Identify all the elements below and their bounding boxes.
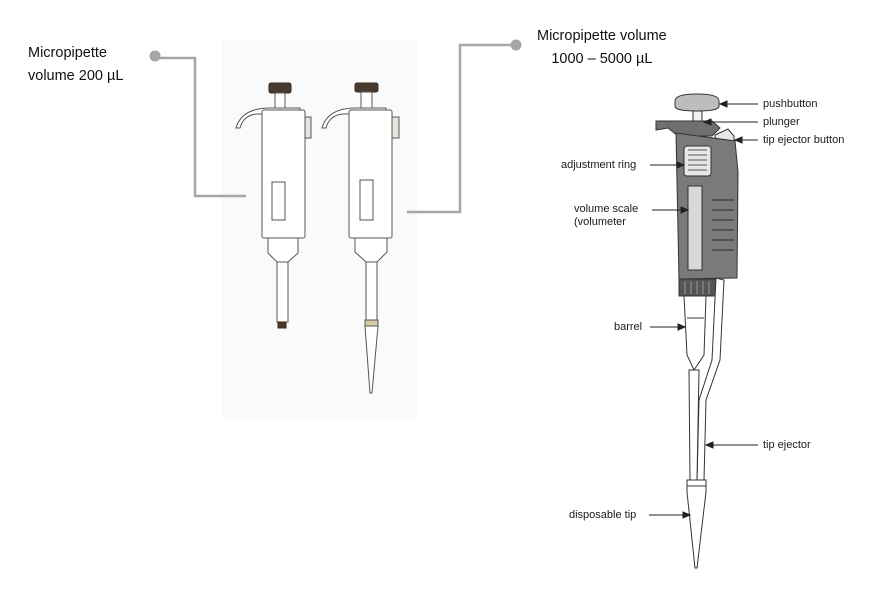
pipette-a-nozzle xyxy=(277,321,287,329)
annotated-disposable-tip-shape xyxy=(686,479,707,569)
label-tip-ejector-button: tip ejector button xyxy=(763,134,845,146)
pipette-b-shaft xyxy=(365,261,378,321)
left-connector-dot xyxy=(149,50,161,62)
pipette-b-tip xyxy=(364,325,379,394)
annotated-volume-scale-shape xyxy=(687,185,703,271)
pipette-a-shaft xyxy=(276,261,289,323)
pipette-a-plunger xyxy=(274,92,286,111)
annotated-pushbutton-shape xyxy=(674,93,720,112)
left-connector-line xyxy=(155,56,246,198)
label-adjustment-ring: adjustment ring xyxy=(561,159,637,171)
annotated-barrel-shape xyxy=(683,295,707,372)
right-caption-line2: 1000 – 5000 µL xyxy=(551,51,653,67)
right-connector-line xyxy=(407,43,516,214)
left-connector xyxy=(149,50,246,198)
pipette-5000ul-illustration xyxy=(321,82,400,394)
left-caption-line2: volume 200 µL xyxy=(28,68,124,84)
label-barrel: barrel xyxy=(614,321,643,333)
right-caption: Micropipette volume 1000 – 5000 µL xyxy=(537,25,667,71)
annotated-inner-shaft xyxy=(688,369,700,481)
pipette-a-window xyxy=(271,181,286,221)
right-caption-line1: Micropipette volume xyxy=(537,28,667,44)
left-caption-line1: Micropipette xyxy=(28,45,107,61)
label-pushbutton: pushbutton xyxy=(763,98,818,110)
pipette-b-cap xyxy=(354,82,379,93)
label-tip-ejector: tip ejector xyxy=(763,439,811,451)
annotated-pipette xyxy=(655,93,739,569)
label-volume-scale-line2: (volumeter xyxy=(574,216,626,228)
label-volume-scale-line1: volume scale xyxy=(574,203,639,215)
pipette-a-cap xyxy=(268,82,292,94)
pipette-b-window xyxy=(359,179,374,221)
pipette-b-collar xyxy=(364,319,379,327)
annotated-grip-ridges xyxy=(712,199,734,251)
label-volume-scale: volume scale (volumeter xyxy=(574,203,638,229)
pipette-200ul-illustration xyxy=(235,82,312,329)
pipette-b-plunger xyxy=(360,91,373,111)
annotated-adjustment-ring-shape xyxy=(683,145,712,177)
left-caption: Micropipette volume 200 µL xyxy=(28,42,123,88)
label-disposable-tip: disposable tip xyxy=(569,509,637,521)
label-plunger: plunger xyxy=(763,116,800,128)
annotation-arrows xyxy=(649,100,758,519)
right-connector xyxy=(407,39,522,214)
